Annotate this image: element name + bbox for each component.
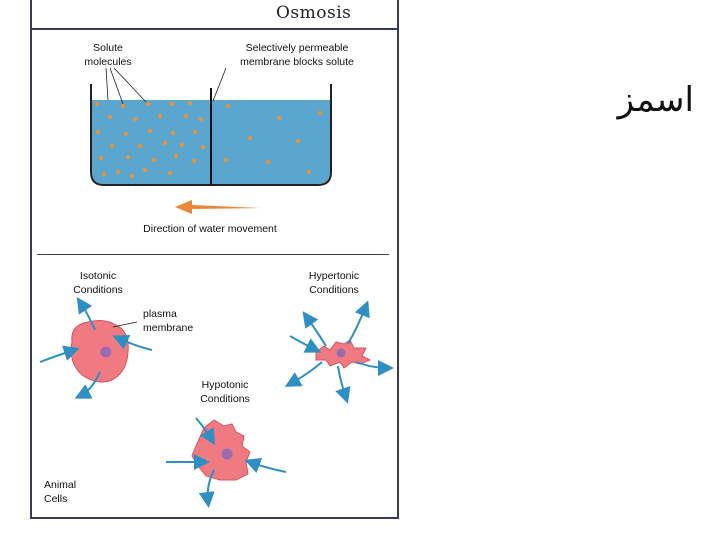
water-direction-label: Direction of water movement [120, 222, 300, 236]
water-movement-arrow [175, 200, 260, 214]
bottom-border [30, 517, 399, 519]
membrane-label: Selectively permeable membrane blocks so… [222, 41, 372, 69]
solute-molecules-right [223, 103, 323, 175]
solute-molecules-left [94, 100, 206, 179]
hypotonic-label: Hypotonic Conditions [190, 378, 260, 406]
membrane-text: Selectively permeable membrane blocks so… [240, 42, 354, 68]
isotonic-text: Isotonic Conditions [73, 270, 123, 296]
plasma-membrane-text: plasma membrane [143, 308, 194, 334]
title-divider [30, 28, 399, 30]
hypertonic-text: Hypertonic Conditions [308, 270, 360, 296]
hypertonic-cell [284, 300, 394, 404]
solute-molecules-label: Solute molecules [72, 41, 144, 69]
water-direction-text: Direction of water movement [143, 223, 277, 235]
persian-caption: اسمز [617, 80, 694, 120]
solute-pointer-lines [105, 67, 227, 105]
isotonic-label: Isotonic Conditions [60, 269, 136, 297]
figure-left-border [30, 0, 32, 518]
animal-cells-text: Animal Cells [44, 479, 77, 505]
isotonic-cell [39, 297, 153, 399]
hypotonic-cell [166, 417, 287, 508]
section-divider [37, 254, 389, 255]
animal-cells-label: Animal Cells [44, 478, 94, 506]
figure-title: Osmosis [276, 3, 352, 23]
plasma-membrane-label: plasma membrane [143, 307, 207, 335]
figure-right-border [397, 0, 399, 518]
hypertonic-label: Hypertonic Conditions [298, 269, 370, 297]
solute-molecules-text: Solute molecules [84, 42, 132, 68]
hypotonic-text: Hypotonic Conditions [200, 379, 250, 405]
